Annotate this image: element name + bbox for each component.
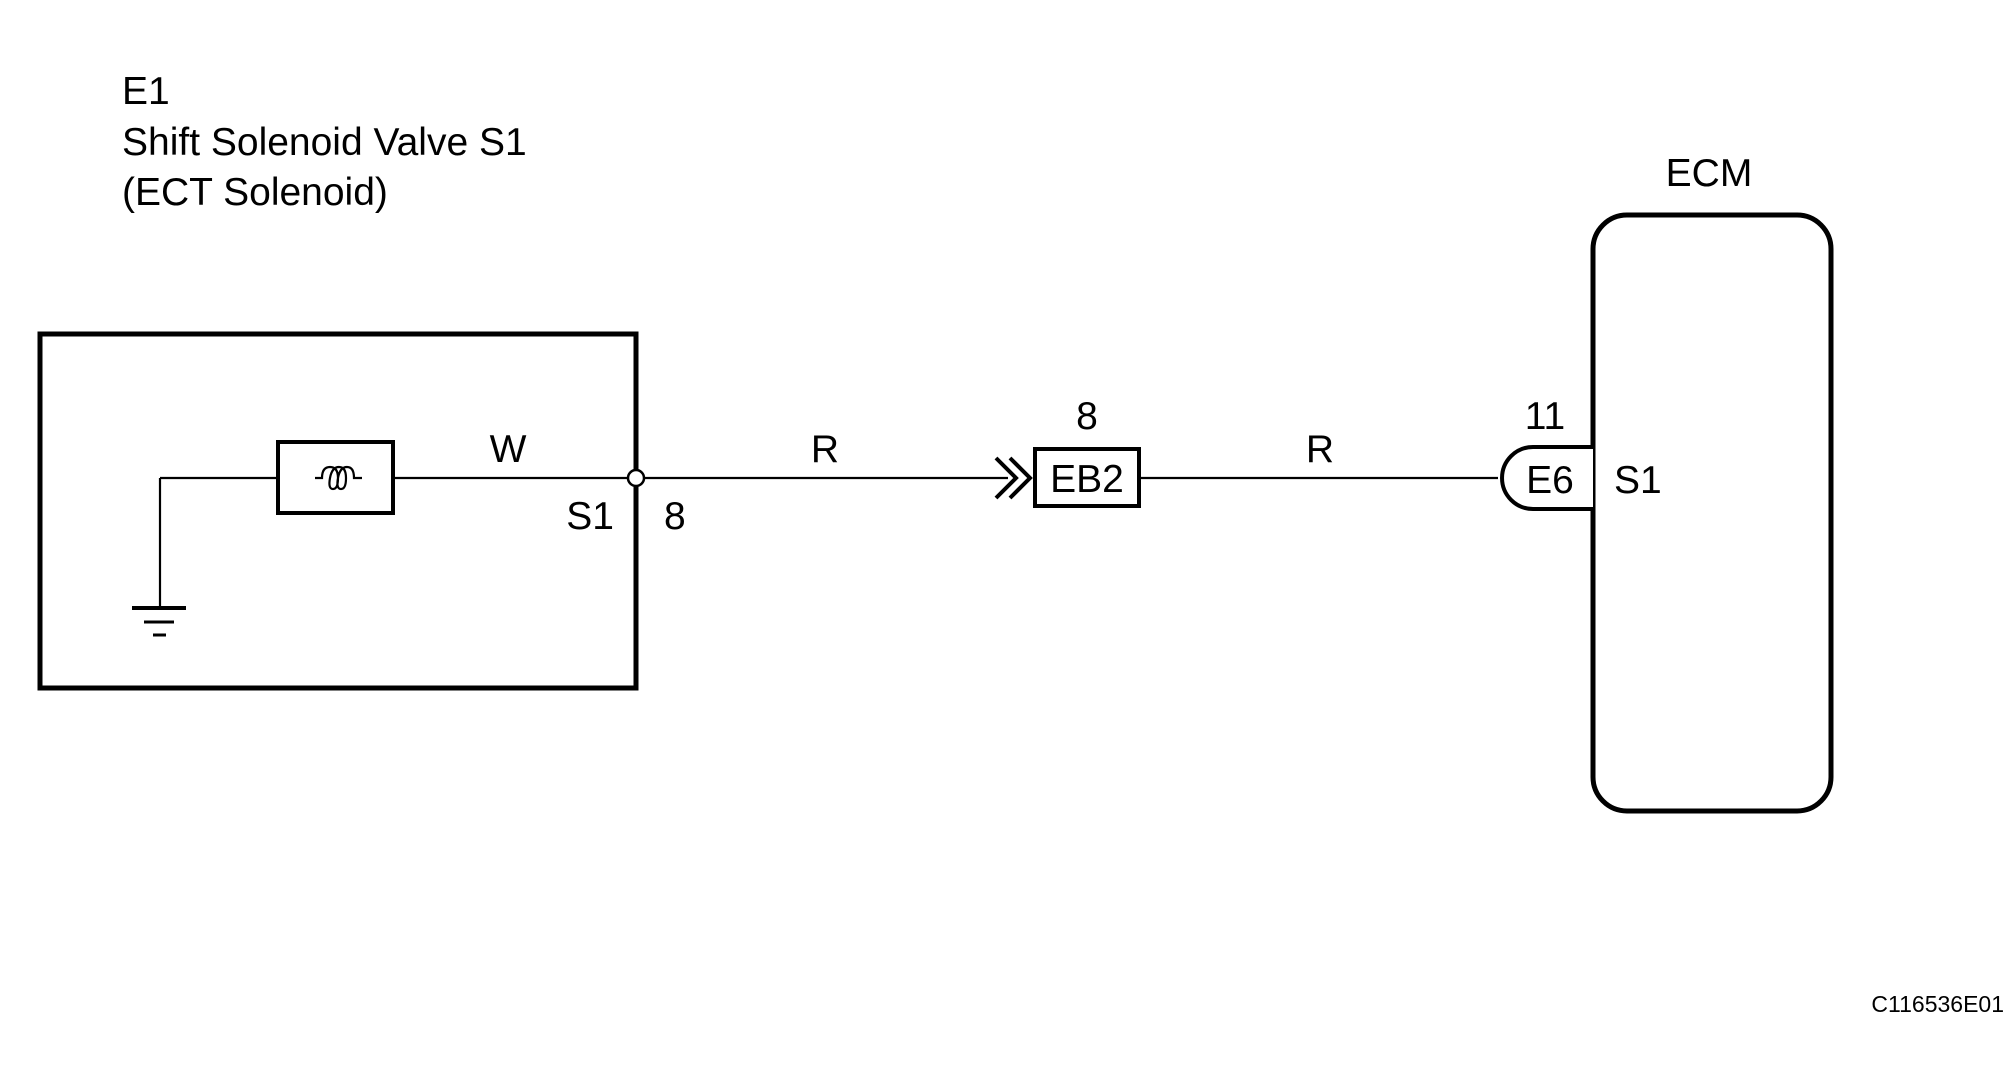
terminal-node [626,468,646,488]
component-terminal-pin: 8 [664,495,686,538]
component-code: E1 [122,70,170,113]
component-subname: (ECT Solenoid) [122,171,388,214]
ecm-label: ECM [1666,152,1753,195]
ecm-connector-label: E6 [1526,459,1574,502]
ecm-connector-oval [1500,445,1593,511]
junction-chevron-icon [994,456,1033,500]
wire-color-segment-2: R [1306,428,1334,471]
solenoid-component-box [37,331,639,691]
wire-color-internal: W [490,428,527,471]
ecm-terminal-name: S1 [1614,459,1662,502]
junction-connector-label: EB2 [1050,458,1124,501]
wire-color-segment-1: R [811,428,839,471]
ground-icon [132,478,186,637]
ecm-box [1590,212,1834,814]
component-name: Shift Solenoid Valve S1 [122,121,527,164]
solenoid-coil-icon [276,440,395,515]
junction-pin: 8 [1076,395,1098,438]
figure-code: C116536E01 [1871,991,2004,1017]
ecm-connector-pin: 11 [1525,395,1566,438]
component-terminal-name: S1 [566,495,614,538]
